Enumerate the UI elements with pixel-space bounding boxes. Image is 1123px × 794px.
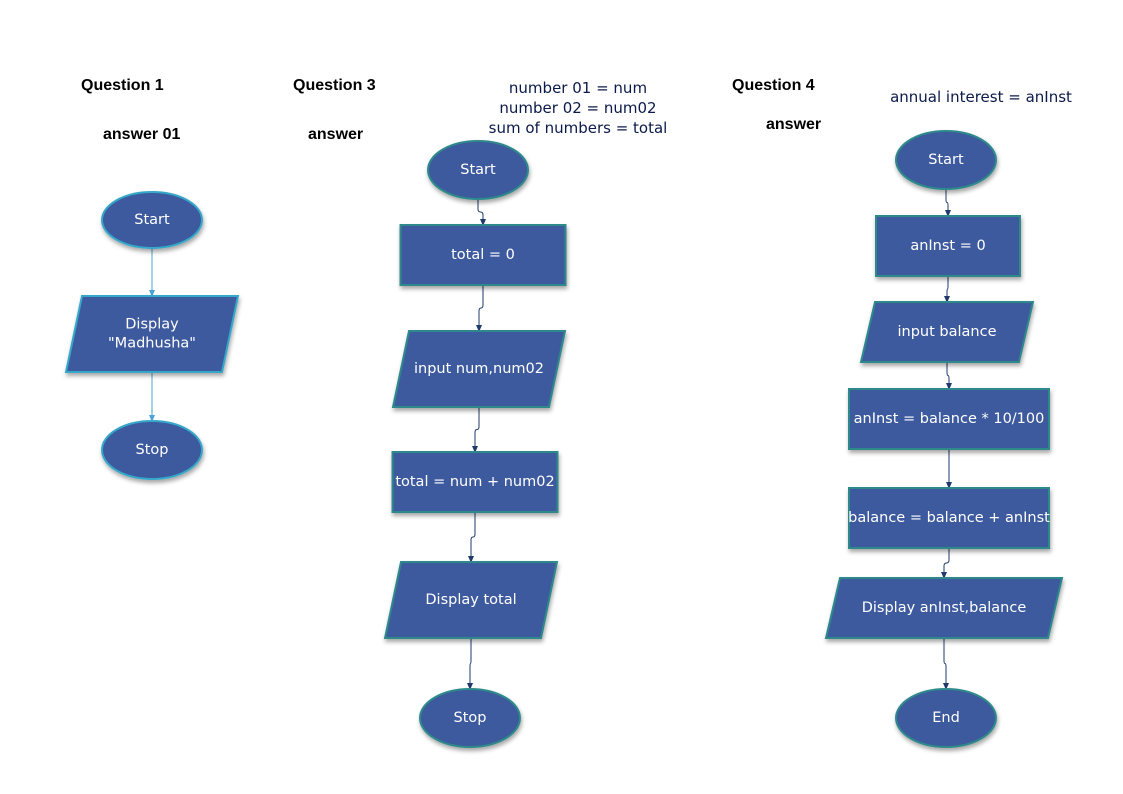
q1-node-label: Stop xyxy=(136,442,169,458)
q4-connector-1 xyxy=(945,189,951,217)
note-line: number 01 = num xyxy=(508,79,648,97)
q3-node-label: input num,num02 xyxy=(414,361,544,377)
note-line: annual interest = anInst xyxy=(890,88,1072,106)
question-1-heading: Question 1 xyxy=(81,77,164,94)
q1-node-label: Start xyxy=(134,212,170,228)
q4-node-io-6: Display anInst,balance xyxy=(824,577,1064,639)
q3-process-shape xyxy=(391,451,559,513)
q4-node-label: balance = balance + anInst xyxy=(848,510,1050,526)
q3-terminator-shape xyxy=(427,140,529,200)
question-1-answer-label: answer 01 xyxy=(103,126,181,143)
q4-process-shape xyxy=(875,215,1021,277)
q1-terminator-shape xyxy=(101,191,203,249)
q3-connector-2 xyxy=(476,285,484,332)
q3-io-shape xyxy=(391,330,567,408)
q3-node-label: total = 0 xyxy=(451,247,515,263)
q4-connector-6 xyxy=(943,638,949,690)
q4-node-io-3: input balance xyxy=(859,301,1035,363)
q4-node-terminator-7: End xyxy=(895,688,997,748)
q4-connector-2 xyxy=(944,276,950,303)
q4-node-label: End xyxy=(932,710,960,726)
q4-node-process-5: balance = balance + anInst xyxy=(848,487,1050,549)
q3-node-process-2: total = 0 xyxy=(399,224,567,286)
q3-connector-5 xyxy=(467,638,473,690)
q4-node-terminator-1: Start xyxy=(895,130,997,190)
q3-node-io-3: input num,num02 xyxy=(391,330,567,408)
q3-node-process-4: total = num + num02 xyxy=(391,451,559,513)
q3-node-label: Start xyxy=(460,162,496,178)
q4-node-label: Display anInst,balance xyxy=(862,600,1027,616)
q4-node-label: Start xyxy=(928,152,964,168)
q3-node-io-5: Display total xyxy=(383,561,559,639)
q4-io-shape xyxy=(824,577,1064,639)
question-4-heading: Question 4 xyxy=(732,77,815,94)
q4-connector-3 xyxy=(946,362,952,390)
q4-node-process-4: anInst = balance * 10/100 xyxy=(848,388,1050,450)
q1-node-io-2: Display "Madhusha" xyxy=(64,295,240,373)
q3-node-label: total = num + num02 xyxy=(395,474,554,490)
q4-process-shape xyxy=(848,388,1050,450)
q3-connector-4 xyxy=(468,512,476,563)
q4-io-shape xyxy=(859,301,1035,363)
q1-node-label: Display xyxy=(125,317,179,333)
q1-terminator-shape xyxy=(101,420,203,480)
q1-io-shape xyxy=(64,295,240,373)
question-4-answer-label: answer xyxy=(766,116,822,133)
q1-node-terminator-3: Stop xyxy=(101,420,203,480)
q3-node-terminator-6: Stop xyxy=(419,688,521,748)
q4-node-label: anInst = balance * 10/100 xyxy=(854,411,1045,427)
q3-process-shape xyxy=(399,224,567,286)
q1-node-terminator-1: Start xyxy=(101,191,203,249)
q4-node-label: anInst = 0 xyxy=(910,238,985,254)
q3-connector-1 xyxy=(477,199,486,226)
question-3-variable-notes: number 01 = num number 02 = num02 sum of… xyxy=(478,78,678,138)
q3-node-label: Display total xyxy=(425,592,516,608)
q4-node-process-2: anInst = 0 xyxy=(875,215,1021,277)
question-4-variable-notes: annual interest = anInst xyxy=(876,87,1086,107)
q3-connector-3 xyxy=(472,407,480,453)
q3-terminator-shape xyxy=(419,688,521,748)
q3-node-label: Stop xyxy=(454,710,487,726)
q3-node-terminator-1: Start xyxy=(427,140,529,200)
q4-node-label: input balance xyxy=(898,324,997,340)
question-3-answer-label: answer xyxy=(308,126,364,143)
q4-process-shape xyxy=(848,487,1050,549)
note-line: sum of numbers = total xyxy=(488,119,668,137)
q3-io-shape xyxy=(383,561,559,639)
q1-node-label: "Madhusha" xyxy=(108,336,196,352)
question-3-heading: Question 3 xyxy=(293,77,376,94)
q4-terminator-shape xyxy=(895,130,997,190)
note-line: number 02 = num02 xyxy=(499,99,657,117)
q4-connector-5 xyxy=(941,548,950,579)
q4-terminator-shape xyxy=(895,688,997,748)
